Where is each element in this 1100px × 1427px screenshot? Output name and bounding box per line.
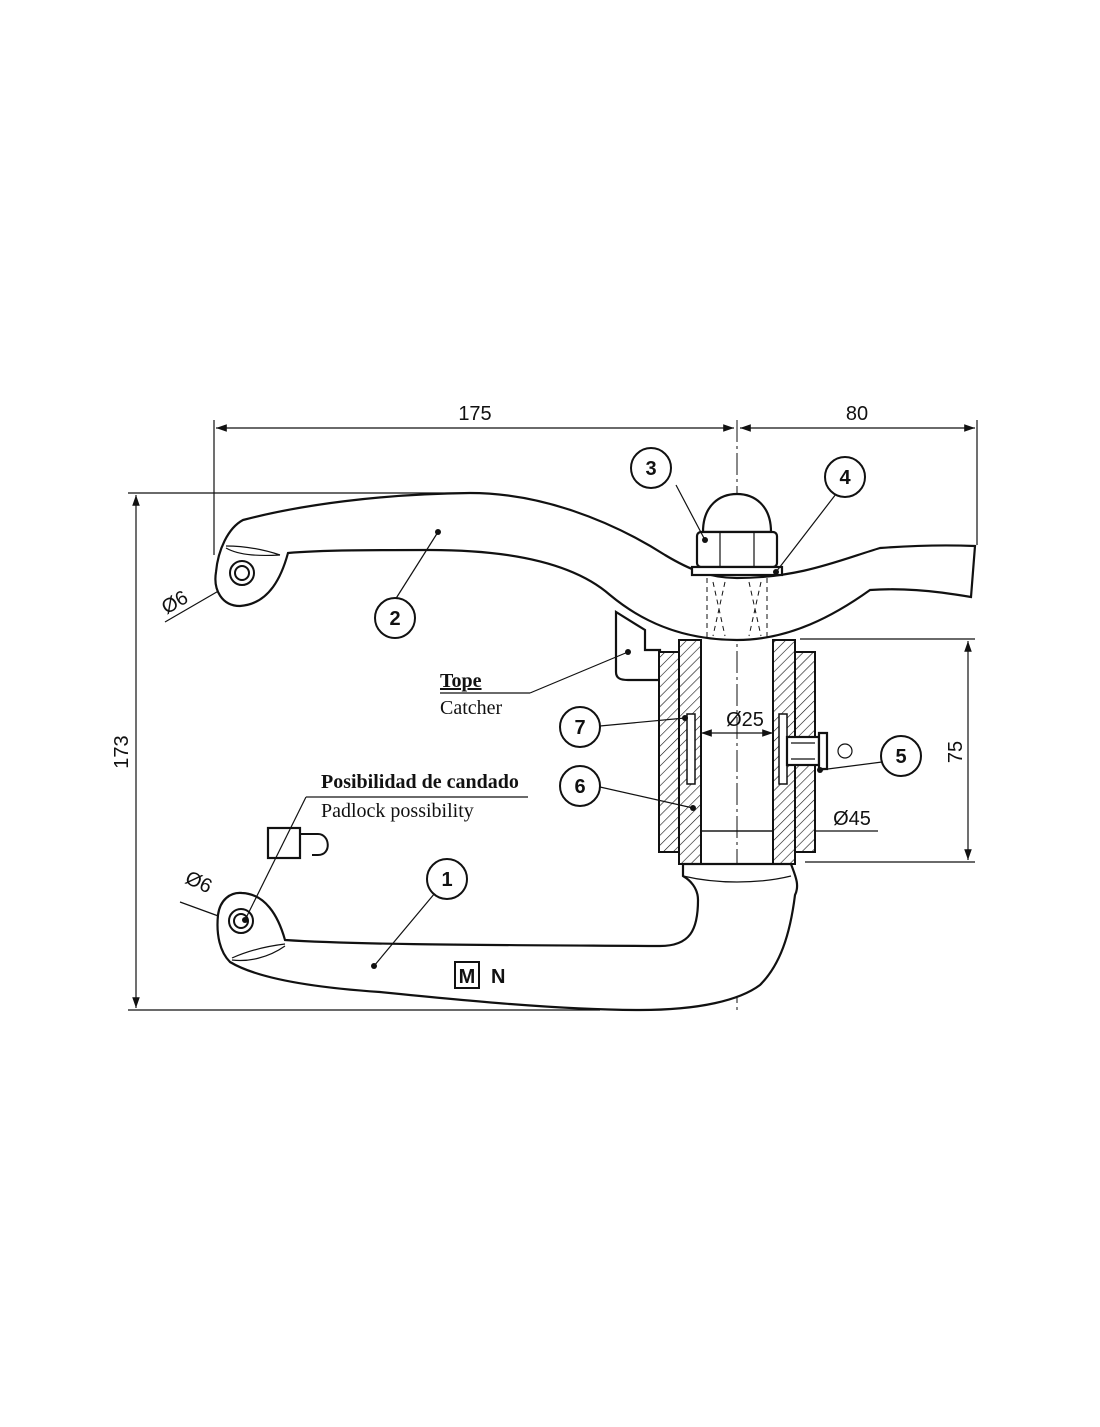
dim-height: 173: [111, 735, 133, 768]
balloon-2: 2: [374, 597, 416, 639]
note-catcher: Catcher: [440, 697, 503, 719]
dim-right-height: 75: [945, 741, 967, 763]
dim-top-left: 175: [458, 403, 491, 425]
lower-hole-outer: [228, 908, 254, 934]
balloon-4: 4: [824, 456, 866, 498]
balloon-1: 1: [426, 858, 468, 900]
svg-text:7: 7: [574, 717, 585, 739]
svg-text:4: 4: [839, 467, 851, 489]
mark-m: M: [459, 966, 476, 988]
svg-text:5: 5: [895, 746, 906, 768]
catcher: [614, 610, 662, 682]
note-tope: Tope: [440, 670, 482, 692]
note-padlock-es: Posibilidad de candado: [321, 771, 519, 793]
grub-screw: [785, 731, 853, 771]
balloon-5: 5: [880, 735, 922, 777]
dim-top-right: 80: [846, 403, 868, 425]
dim-hole-top: Ø6: [158, 587, 192, 619]
svg-text:6: 6: [574, 776, 585, 798]
balloon-6: 6: [559, 765, 601, 807]
lower-handle: [216, 862, 799, 1012]
svg-text:2: 2: [389, 608, 400, 630]
upper-hole-inner: [234, 565, 250, 581]
padlock-icon: [266, 826, 329, 860]
note-padlock-en: Padlock possibility: [321, 800, 474, 822]
dim-hole-bottom: Ø6: [182, 867, 215, 898]
dim-outer: Ø45: [833, 808, 871, 830]
balloon-7: 7: [559, 706, 601, 748]
svg-text:3: 3: [645, 458, 656, 480]
svg-text:1: 1: [441, 869, 452, 891]
lower-hole-inner: [233, 913, 249, 929]
hidden-thread: [706, 578, 768, 640]
leader-lines: [242, 484, 883, 969]
nut-assembly: [690, 492, 784, 577]
mark-n: N: [491, 966, 505, 988]
upper-hole-outer: [229, 560, 255, 586]
mn-mark: M N: [454, 961, 505, 989]
upper-handle: [214, 491, 977, 642]
balloon-3: 3: [630, 447, 672, 489]
dim-bore: Ø25: [726, 709, 764, 731]
